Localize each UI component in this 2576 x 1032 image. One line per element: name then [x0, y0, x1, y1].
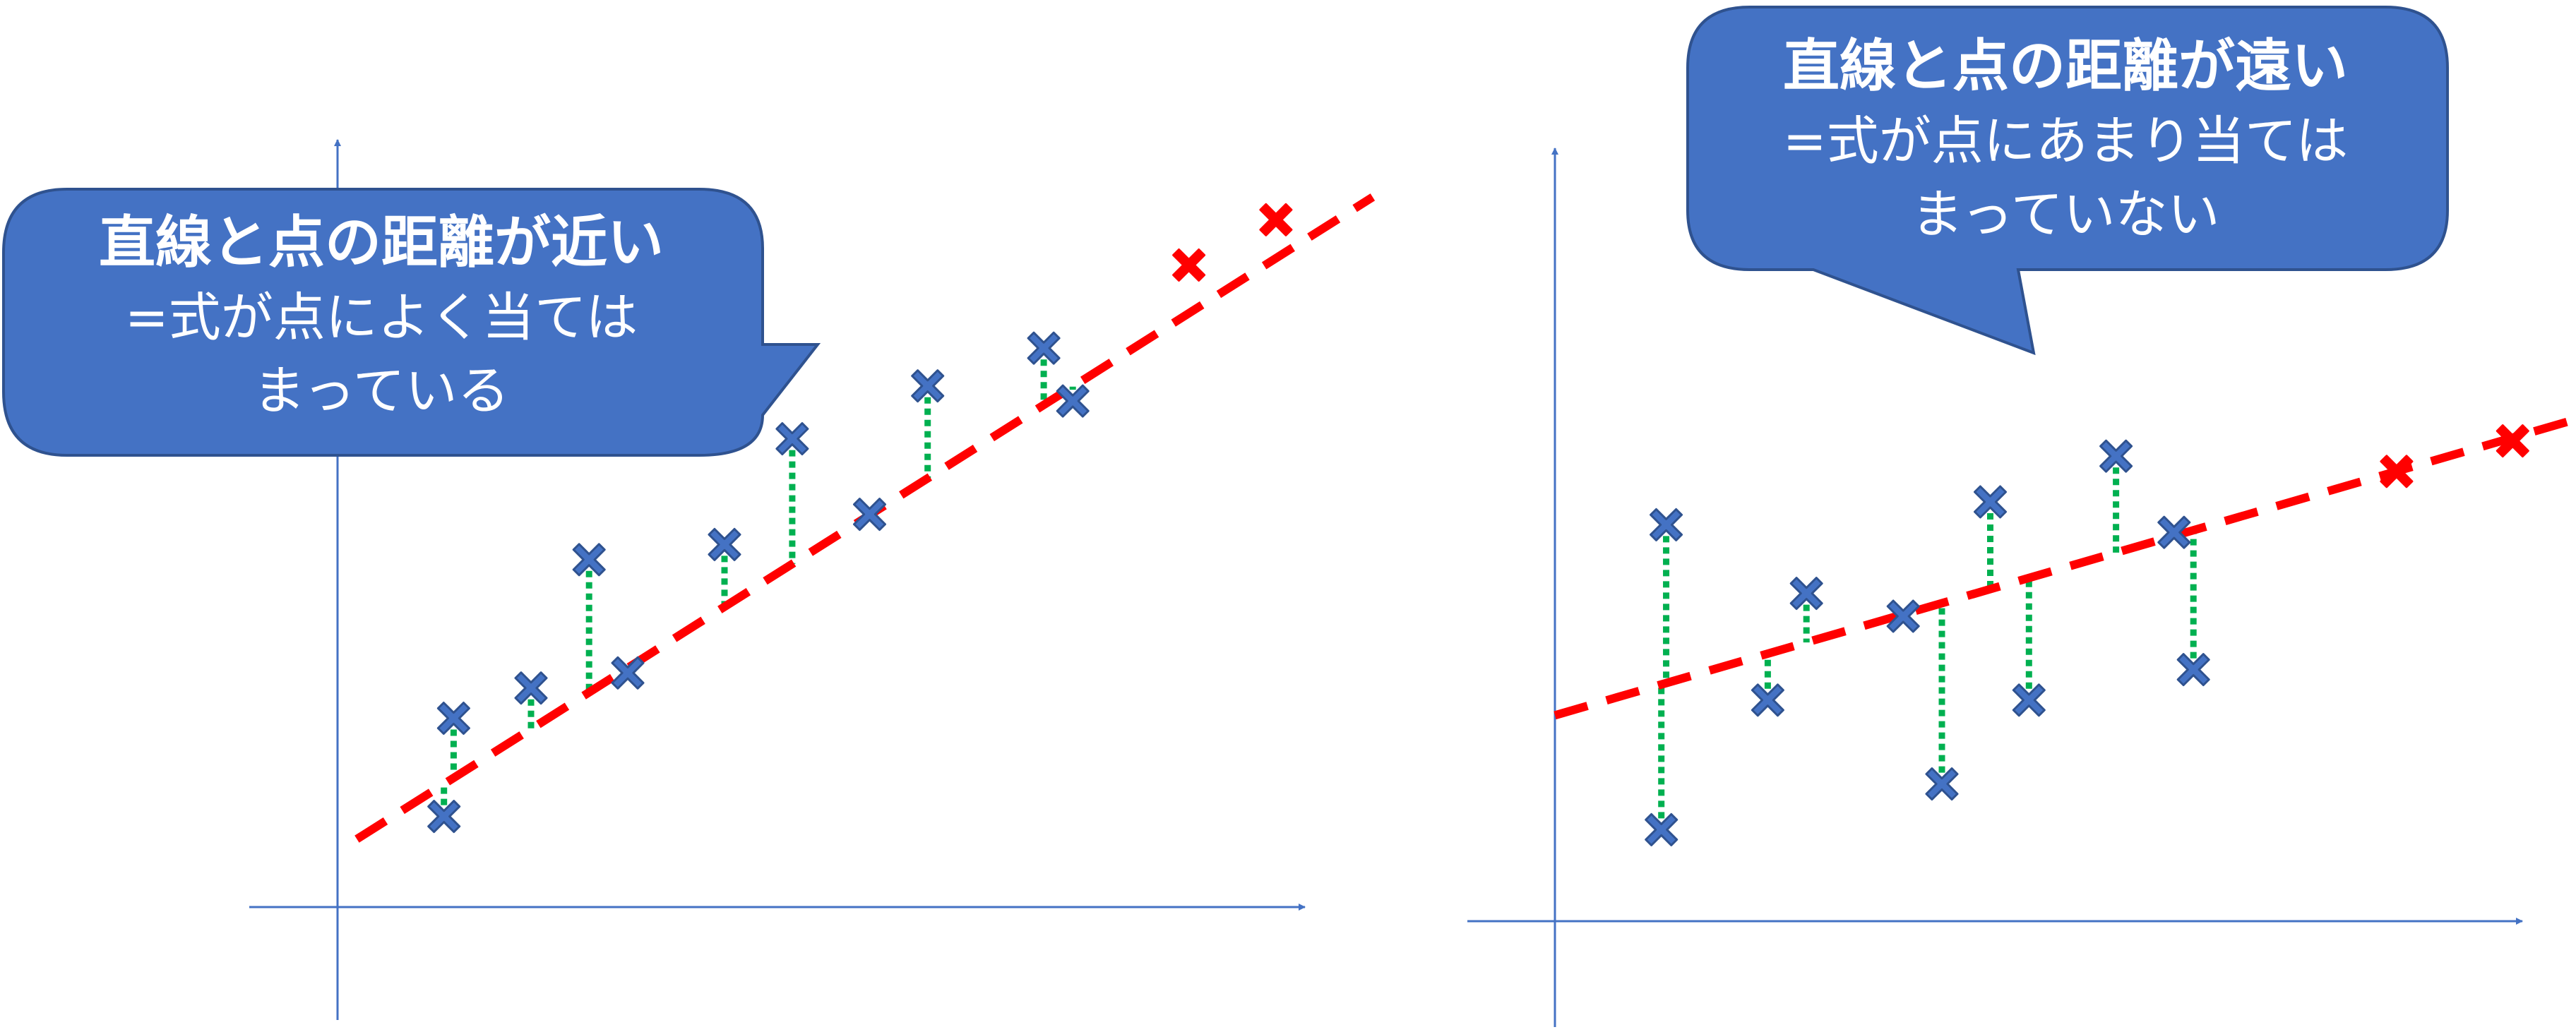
data-point — [1751, 683, 1784, 717]
left-data-points — [427, 331, 1090, 834]
predicted-point — [1259, 203, 1293, 236]
data-point — [2012, 683, 2046, 717]
data-point — [1645, 812, 1678, 846]
data-point — [427, 800, 461, 834]
data-point — [911, 369, 945, 403]
right-predicted-points — [2380, 424, 2529, 488]
right-callout-text: 直線と点の距離が遠い =式が点にあまり当ては まっていない — [1688, 28, 2443, 251]
data-point — [514, 671, 548, 705]
data-point — [1886, 599, 1920, 633]
data-point — [1056, 384, 1090, 418]
right-callout-line2: まっていない — [1911, 184, 2220, 245]
left-callout-line2: まっている — [253, 361, 510, 421]
right-residual-lines — [1658, 456, 2197, 830]
left-callout-headline: 直線と点の距離が近い — [99, 210, 664, 275]
data-point — [572, 543, 606, 577]
data-point — [775, 422, 809, 456]
left-callout-line1: =式が点によく当ては — [124, 287, 638, 348]
right-callout-headline: 直線と点の距離が遠い — [1783, 33, 2348, 99]
predicted-point — [2380, 455, 2414, 488]
data-point — [1789, 577, 1823, 611]
predicted-point — [2496, 424, 2529, 458]
right-speech-bubble — [1686, 6, 2449, 356]
right-callout-line1: =式が点にあまり当ては — [1782, 111, 2349, 172]
left-speech-bubble — [2, 188, 821, 457]
data-point — [1925, 767, 1959, 801]
right-data-points — [1645, 439, 2210, 846]
data-point — [611, 656, 645, 690]
data-point — [1974, 485, 2007, 519]
left-predicted-points — [1172, 203, 1293, 282]
data-point — [2099, 439, 2133, 473]
predicted-point — [1172, 248, 1206, 282]
data-point — [1650, 508, 1683, 541]
left-scatter-panel — [2, 139, 1376, 1020]
left-callout-text: 直線と点の距離が近い =式が点によく当ては まっている — [28, 205, 734, 428]
right-scatter-panel — [1467, 6, 2576, 1027]
data-point — [1027, 331, 1061, 365]
data-point — [436, 702, 470, 735]
data-point — [708, 527, 741, 561]
data-point — [2157, 515, 2191, 549]
data-point — [2176, 653, 2210, 687]
data-point — [853, 498, 886, 532]
right-fit-line — [1554, 414, 2576, 720]
